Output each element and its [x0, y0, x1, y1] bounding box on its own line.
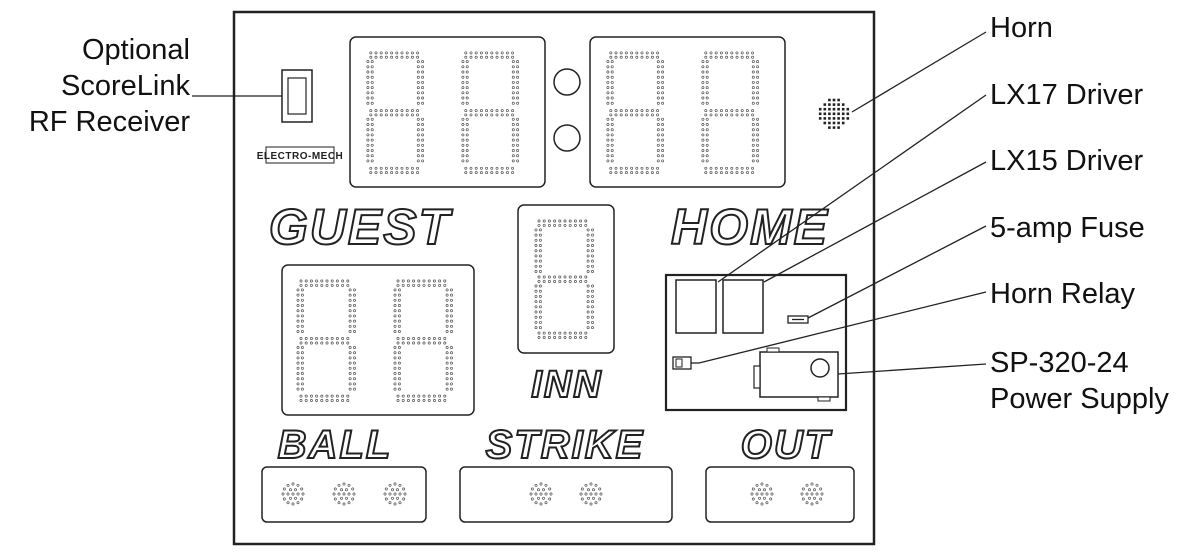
ball-panel	[261, 466, 427, 523]
receiver-callout-line-3: RF Receiver	[28, 106, 190, 138]
out-panel	[705, 466, 855, 523]
inning-label: INN	[531, 364, 602, 406]
electro-mech-logo: ELECTRO-MECH	[257, 146, 344, 164]
clock-digit-1	[366, 51, 425, 175]
clock-colon-bottom	[553, 124, 581, 152]
strike-lamp-1	[529, 482, 553, 506]
lx17-callout: LX17 Driver	[990, 79, 1144, 111]
clock-right-panel	[589, 36, 786, 188]
leader-lx15	[763, 161, 987, 283]
ball-label: BALL	[278, 423, 393, 467]
power-supply	[753, 347, 839, 402]
strike-lamps	[529, 482, 603, 506]
leader-lines	[192, 31, 987, 375]
leader-horn	[851, 31, 987, 113]
ball-lamp-3	[383, 482, 407, 506]
lx15-driver	[722, 279, 764, 334]
lx15-callout: LX15 Driver	[990, 145, 1144, 177]
receiver-callout-line-2: ScoreLink	[61, 70, 190, 102]
guest-digit-2	[393, 279, 453, 402]
leader-relay	[698, 291, 987, 364]
strike-label: STRIKE	[486, 423, 645, 467]
lx17-driver	[675, 279, 717, 334]
fuse	[787, 315, 809, 324]
relay-callout: Horn Relay	[990, 278, 1136, 310]
clock-digit-3	[606, 51, 665, 175]
clock-digit-2	[461, 51, 520, 175]
strike-panel	[459, 466, 673, 523]
inning-panel	[517, 204, 615, 354]
power-supply-callout-line-2: Power Supply	[990, 383, 1169, 415]
out-lamps	[750, 482, 824, 506]
guest-label: GUEST	[269, 199, 454, 255]
ball-lamp-2	[332, 482, 356, 506]
home-label: HOME	[671, 199, 829, 255]
clock-colon-top	[553, 68, 581, 96]
strike-lamp-2	[579, 482, 603, 506]
leader-fuse	[807, 225, 987, 319]
ball-lamps	[281, 482, 407, 506]
clock-digit-4	[701, 51, 760, 175]
clock-left-panel	[349, 36, 546, 188]
rf-receiver	[281, 69, 313, 123]
out-lamp-1	[750, 482, 774, 506]
horn-grille	[818, 98, 850, 129]
leader-power	[837, 363, 987, 375]
ball-lamp-1	[281, 482, 305, 506]
power-supply-callout: SP-320-24 Power Supply	[990, 345, 1169, 417]
out-label: OUT	[741, 423, 833, 467]
clock-digits	[366, 51, 760, 175]
power-supply-callout-line-1: SP-320-24	[990, 347, 1129, 379]
guest-digit-1	[296, 279, 356, 402]
svg-text:ELECTRO-MECH: ELECTRO-MECH	[257, 151, 344, 162]
horn-relay	[672, 356, 699, 370]
guest-score-panel	[281, 264, 475, 416]
out-lamp-2	[800, 482, 824, 506]
leader-lx17	[717, 94, 987, 283]
receiver-callout-line-1: Optional	[81, 34, 190, 66]
horn-callout: Horn	[990, 12, 1053, 44]
electronics-compartment	[664, 273, 848, 412]
fuse-callout: 5-amp Fuse	[990, 212, 1145, 244]
inning-digit	[534, 219, 594, 339]
receiver-callout: Optional ScoreLink RF Receiver	[0, 32, 190, 140]
